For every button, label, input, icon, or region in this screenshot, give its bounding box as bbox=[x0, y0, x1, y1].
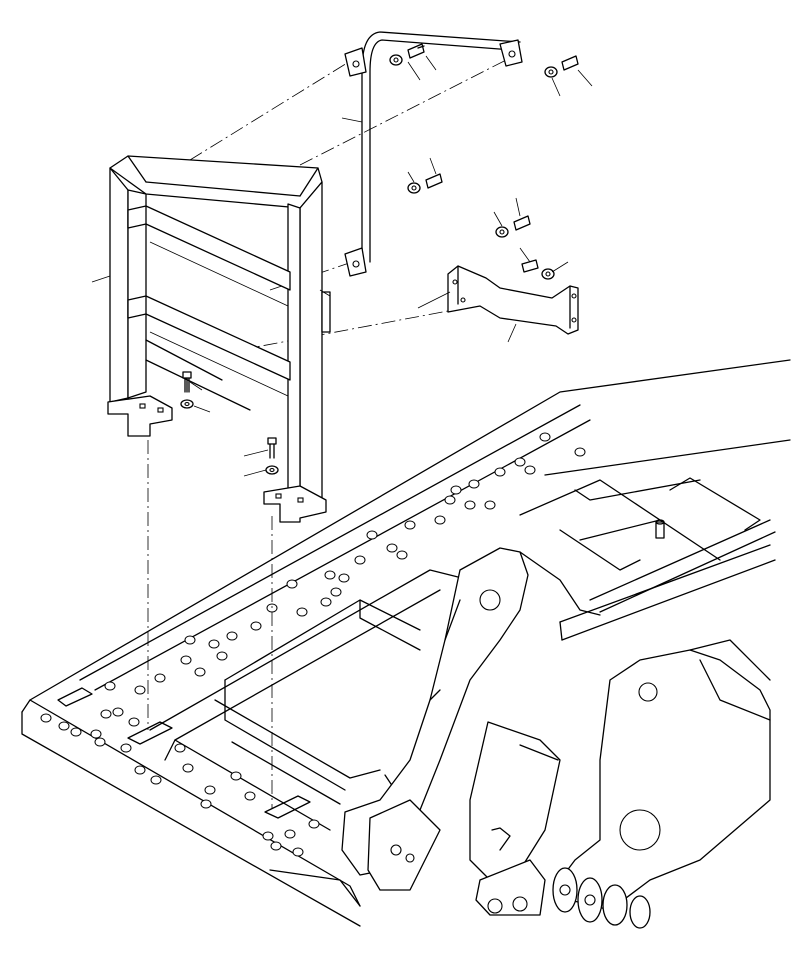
deck-bolt-head bbox=[150, 775, 162, 785]
deck-bolt-head bbox=[450, 485, 462, 495]
bolt bbox=[407, 43, 425, 59]
deck-bolt-head bbox=[338, 573, 350, 583]
washer bbox=[389, 54, 403, 66]
deck-bolt-head bbox=[58, 721, 70, 731]
deck-bolt-head bbox=[200, 799, 212, 809]
deck-bolt-head bbox=[434, 515, 446, 525]
deck-bolt-head bbox=[396, 550, 408, 560]
deck-bolt-head bbox=[216, 651, 228, 661]
deck-bolt-head bbox=[104, 681, 116, 691]
deck-bolt-head bbox=[524, 465, 536, 475]
deck-bolt-head bbox=[262, 831, 274, 841]
deck-bolt-head bbox=[184, 635, 196, 645]
deck-bolt-head bbox=[484, 500, 496, 510]
deck-bolt-head bbox=[320, 597, 332, 607]
deck-bolt-heads bbox=[40, 432, 586, 857]
deck-bolt-head bbox=[324, 570, 336, 580]
deck-bolt-head bbox=[539, 432, 551, 442]
deck-bolt-head bbox=[226, 631, 238, 641]
deck-bolt-head bbox=[182, 763, 194, 773]
platform-deck bbox=[21, 359, 791, 927]
deck-bolt-head bbox=[404, 520, 416, 530]
deck-bolt-head bbox=[90, 729, 102, 739]
bolt bbox=[521, 259, 539, 273]
deck-bolt-head bbox=[244, 791, 256, 801]
deck-bolt-head bbox=[94, 737, 106, 747]
deck-bolt-head bbox=[296, 607, 308, 617]
deck-bolt-head bbox=[494, 467, 506, 477]
deck-bolt-head bbox=[40, 713, 52, 723]
bolt bbox=[182, 371, 192, 393]
washer bbox=[180, 399, 194, 409]
fasteners bbox=[180, 43, 579, 475]
deck-bolt-head bbox=[514, 457, 526, 467]
boom-foot-bracket bbox=[341, 547, 771, 929]
leader-lines bbox=[91, 55, 593, 477]
deck-bolt-head bbox=[286, 579, 298, 589]
washer bbox=[407, 182, 421, 194]
deck-bolt-head bbox=[308, 819, 320, 829]
washer bbox=[541, 268, 555, 280]
deck-bolt-head bbox=[204, 785, 216, 795]
washer bbox=[265, 465, 279, 475]
deck-bolt-head bbox=[230, 771, 242, 781]
deck-bolt-head bbox=[354, 555, 366, 565]
deck-bolt-head bbox=[120, 743, 132, 753]
deck-bolt-head bbox=[180, 655, 192, 665]
deck-bolt-head bbox=[330, 587, 342, 597]
deck-bolt-head bbox=[574, 447, 586, 457]
bolt bbox=[513, 215, 531, 231]
washer bbox=[495, 226, 509, 238]
grab-handle bbox=[344, 31, 523, 277]
deck-bolt-head bbox=[134, 765, 146, 775]
bolt bbox=[267, 437, 277, 459]
deck-bolt-head bbox=[468, 479, 480, 489]
deck-bolt-head bbox=[444, 495, 456, 505]
deck-bolt-head bbox=[70, 727, 82, 737]
deck-bolt-head bbox=[284, 829, 296, 839]
bolt bbox=[425, 173, 443, 189]
deck-bolt-head bbox=[208, 639, 220, 649]
deck-bolt-head bbox=[386, 543, 398, 553]
washer bbox=[544, 66, 558, 78]
deck-bolt-head bbox=[174, 743, 186, 753]
deck-bolt-head bbox=[154, 673, 166, 683]
deck-bolt-head bbox=[250, 621, 262, 631]
deck-bolt-head bbox=[366, 530, 378, 540]
bolt bbox=[561, 55, 579, 71]
deck-bolt-head bbox=[128, 717, 140, 727]
deck-bolt-head bbox=[100, 709, 112, 719]
deck-bolt-head bbox=[464, 500, 476, 510]
deck-bolt-head bbox=[112, 707, 124, 717]
handrail-frame bbox=[107, 155, 331, 523]
deck-bolt-head bbox=[270, 841, 282, 851]
mounting-bracket bbox=[447, 265, 579, 335]
deck-bolt-head bbox=[194, 667, 206, 677]
deck-bolt-head bbox=[134, 685, 146, 695]
deck-bolt-head bbox=[292, 847, 304, 857]
